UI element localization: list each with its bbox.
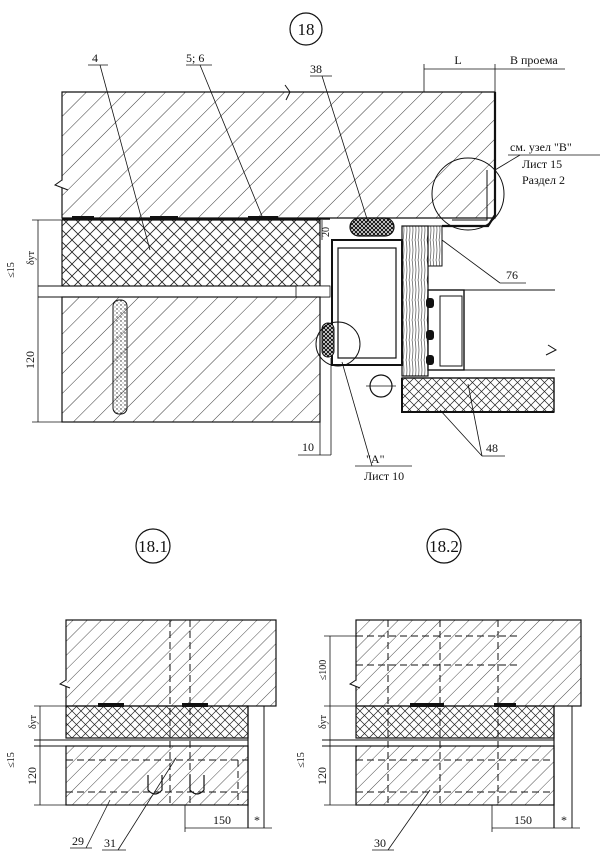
glazing-seal: [426, 330, 434, 340]
wall-break-symbol: [545, 344, 558, 356]
callout-31: 31: [104, 836, 116, 850]
detail-18-1-number: 18.1: [138, 537, 168, 556]
anchor-strip: [72, 216, 94, 220]
mortar-column: [112, 299, 128, 415]
leader-line: [199, 64, 263, 217]
leader-line: [99, 64, 151, 251]
dimension-150: 150: [213, 813, 231, 827]
dimension-150: 150: [514, 813, 532, 827]
insulation-layer: [61, 219, 321, 287]
callout-76: 76: [506, 268, 518, 282]
leader-line: [439, 409, 483, 457]
tie-hook: [189, 775, 205, 795]
callout-10: 10: [302, 440, 314, 454]
detail-18-marker: [289, 12, 323, 46]
timber-frame-top: [427, 225, 443, 267]
glazing-seal: [426, 298, 434, 308]
seal-38: [349, 217, 395, 237]
dimension-delta: δут: [28, 714, 39, 729]
node-b-sheet: Лист 15: [522, 157, 562, 171]
sash-glass: [439, 295, 463, 367]
dimension-120: 120: [25, 767, 39, 785]
node-b-circle: [431, 157, 505, 231]
upper-masonry: [65, 619, 277, 707]
callout-5-6: 5; 6: [186, 51, 204, 65]
insulation-layer: [355, 705, 555, 739]
glazing-seal: [426, 355, 434, 365]
leader-line: [321, 75, 369, 223]
sill-edge: [401, 378, 554, 413]
dimension-lte15: ≤15: [6, 752, 17, 768]
dimension-delta: δут: [26, 250, 37, 265]
wall-break-symbol: [348, 679, 361, 689]
leader-line: [467, 383, 483, 457]
leader-line: [85, 799, 111, 849]
dimension-lte100: ≤100: [318, 660, 329, 681]
seal-node-a: [321, 322, 335, 358]
anchor-strip: [150, 216, 178, 220]
anchor-strip: [494, 703, 516, 707]
anchor-strip: [248, 216, 278, 220]
wall-break-symbol: [284, 84, 291, 101]
detail-18-2-marker: [426, 528, 462, 564]
leader-line: [441, 239, 501, 284]
wall-break-symbol: [58, 679, 71, 689]
leader-line: [494, 154, 521, 171]
window-sill: [401, 377, 555, 413]
timber-frame: [401, 225, 429, 377]
node-b-section: Раздел 2: [522, 173, 565, 187]
dimension-opening: В проема: [510, 53, 558, 67]
lower-masonry: [355, 745, 555, 806]
upper-masonry: [355, 619, 582, 707]
callout-30: 30: [374, 836, 386, 850]
node-a-label: "A": [366, 452, 385, 466]
flashing: [442, 92, 497, 228]
dimension-delta: δут: [318, 714, 329, 729]
anchor-strip: [98, 703, 124, 707]
dimension-l: L: [454, 53, 461, 67]
detail-18-number: 18: [298, 20, 315, 39]
lower-masonry: [65, 745, 249, 806]
sealant-strip: [295, 285, 331, 298]
anchor-strip: [182, 703, 208, 707]
detail-18-2-number: 18.2: [429, 537, 459, 556]
dimension-120: 120: [23, 351, 37, 369]
tie-hook: [147, 775, 163, 795]
leader-line: [387, 789, 431, 851]
detail-18: 18: [6, 12, 600, 483]
dimension-120: 120: [315, 767, 329, 785]
dimension-lte15: ≤15: [296, 752, 307, 768]
node-a-circle: [315, 321, 361, 367]
anchor-strip: [410, 703, 444, 707]
detail-18-1: 18.1 δут ≤15 120 150 * 29 31: [6, 528, 277, 851]
detail-18-2: 18.2 ≤100 δут ≤15 120 150 * 30: [296, 528, 582, 851]
insulation-layer: [65, 705, 249, 739]
wall-break-symbol: [53, 179, 69, 191]
flashing: [452, 170, 488, 221]
detail-18-1-marker: [135, 528, 171, 564]
node-a-sheet: Лист 10: [364, 469, 404, 483]
leader-line: [341, 361, 373, 467]
dimension-star: *: [254, 813, 260, 827]
leader-line: [117, 757, 177, 851]
callout-20: 20: [321, 227, 332, 237]
callout-4: 4: [92, 51, 98, 65]
callout-38: 38: [310, 62, 322, 76]
dimension-star: *: [561, 813, 567, 827]
upper-masonry: [61, 91, 496, 219]
window-frame-inner: [337, 247, 397, 359]
lower-masonry: [61, 296, 321, 423]
dimension-lte15: ≤15: [6, 262, 17, 278]
node-b-label: см. узел "B": [510, 140, 572, 154]
callout-48: 48: [486, 441, 498, 455]
callout-29: 29: [72, 834, 84, 848]
